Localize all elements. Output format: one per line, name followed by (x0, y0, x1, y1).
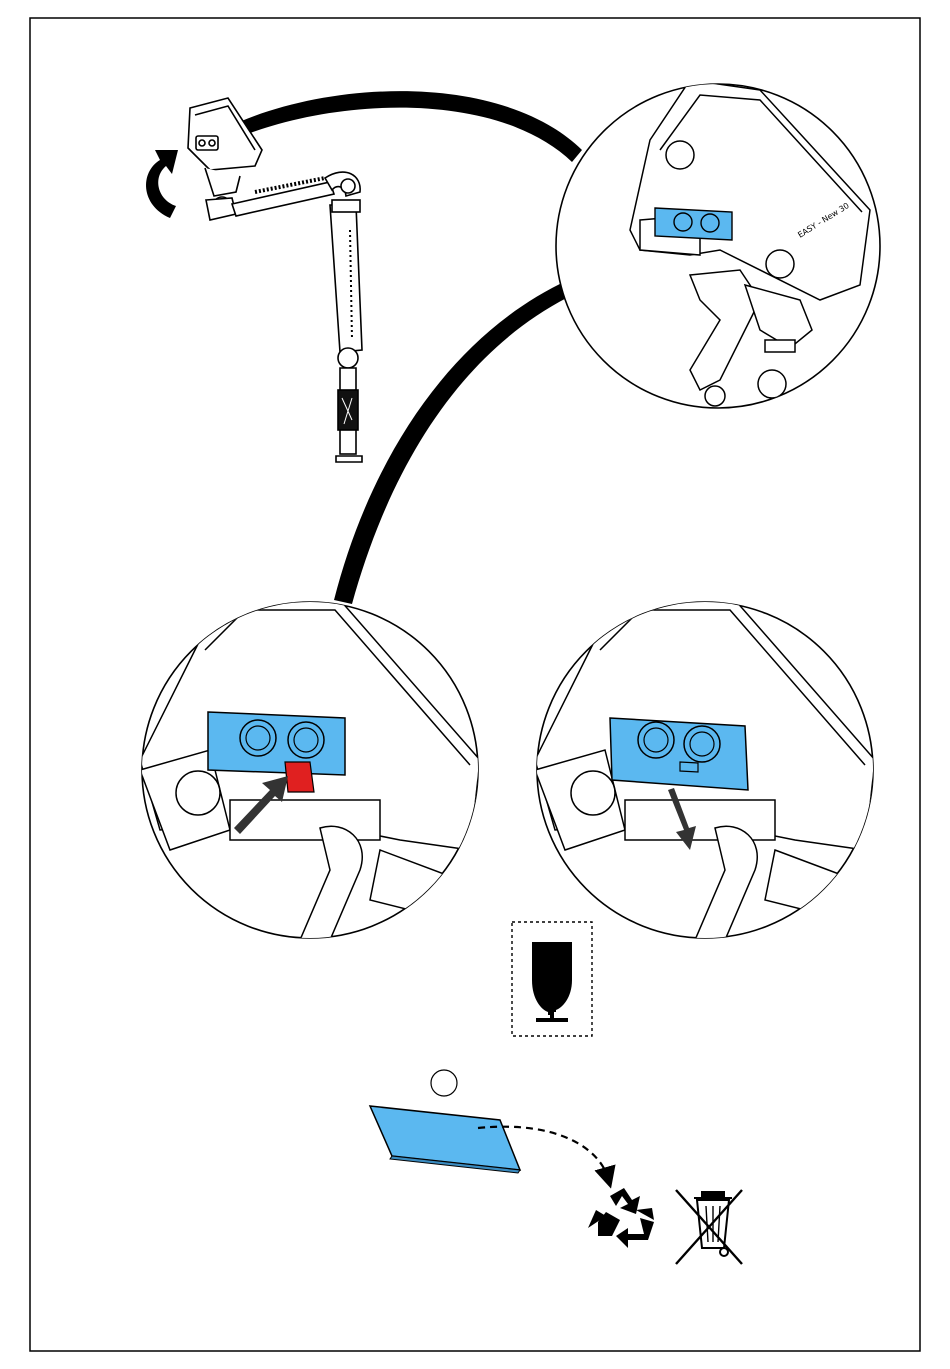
rotate-arrow-icon (146, 150, 178, 218)
cover-plate-right (610, 718, 748, 790)
zoom-pull-cover-panel (535, 600, 875, 940)
fragile-glass-icon (512, 922, 592, 1036)
release-tab (285, 762, 314, 792)
lamp-arm-overview (188, 98, 362, 462)
step-marker-circle (431, 1070, 457, 1096)
crossed-bin-icon (676, 1190, 742, 1264)
recycle-icon (588, 1188, 654, 1248)
removed-cover-plate (370, 1106, 520, 1170)
zoom-head-panel: EASY - New 30 (556, 80, 880, 408)
cover-plate-head (655, 208, 732, 240)
connector-curve-top (222, 91, 582, 162)
cover-plate-left (208, 712, 345, 775)
zoom-press-tab-panel (140, 600, 480, 940)
